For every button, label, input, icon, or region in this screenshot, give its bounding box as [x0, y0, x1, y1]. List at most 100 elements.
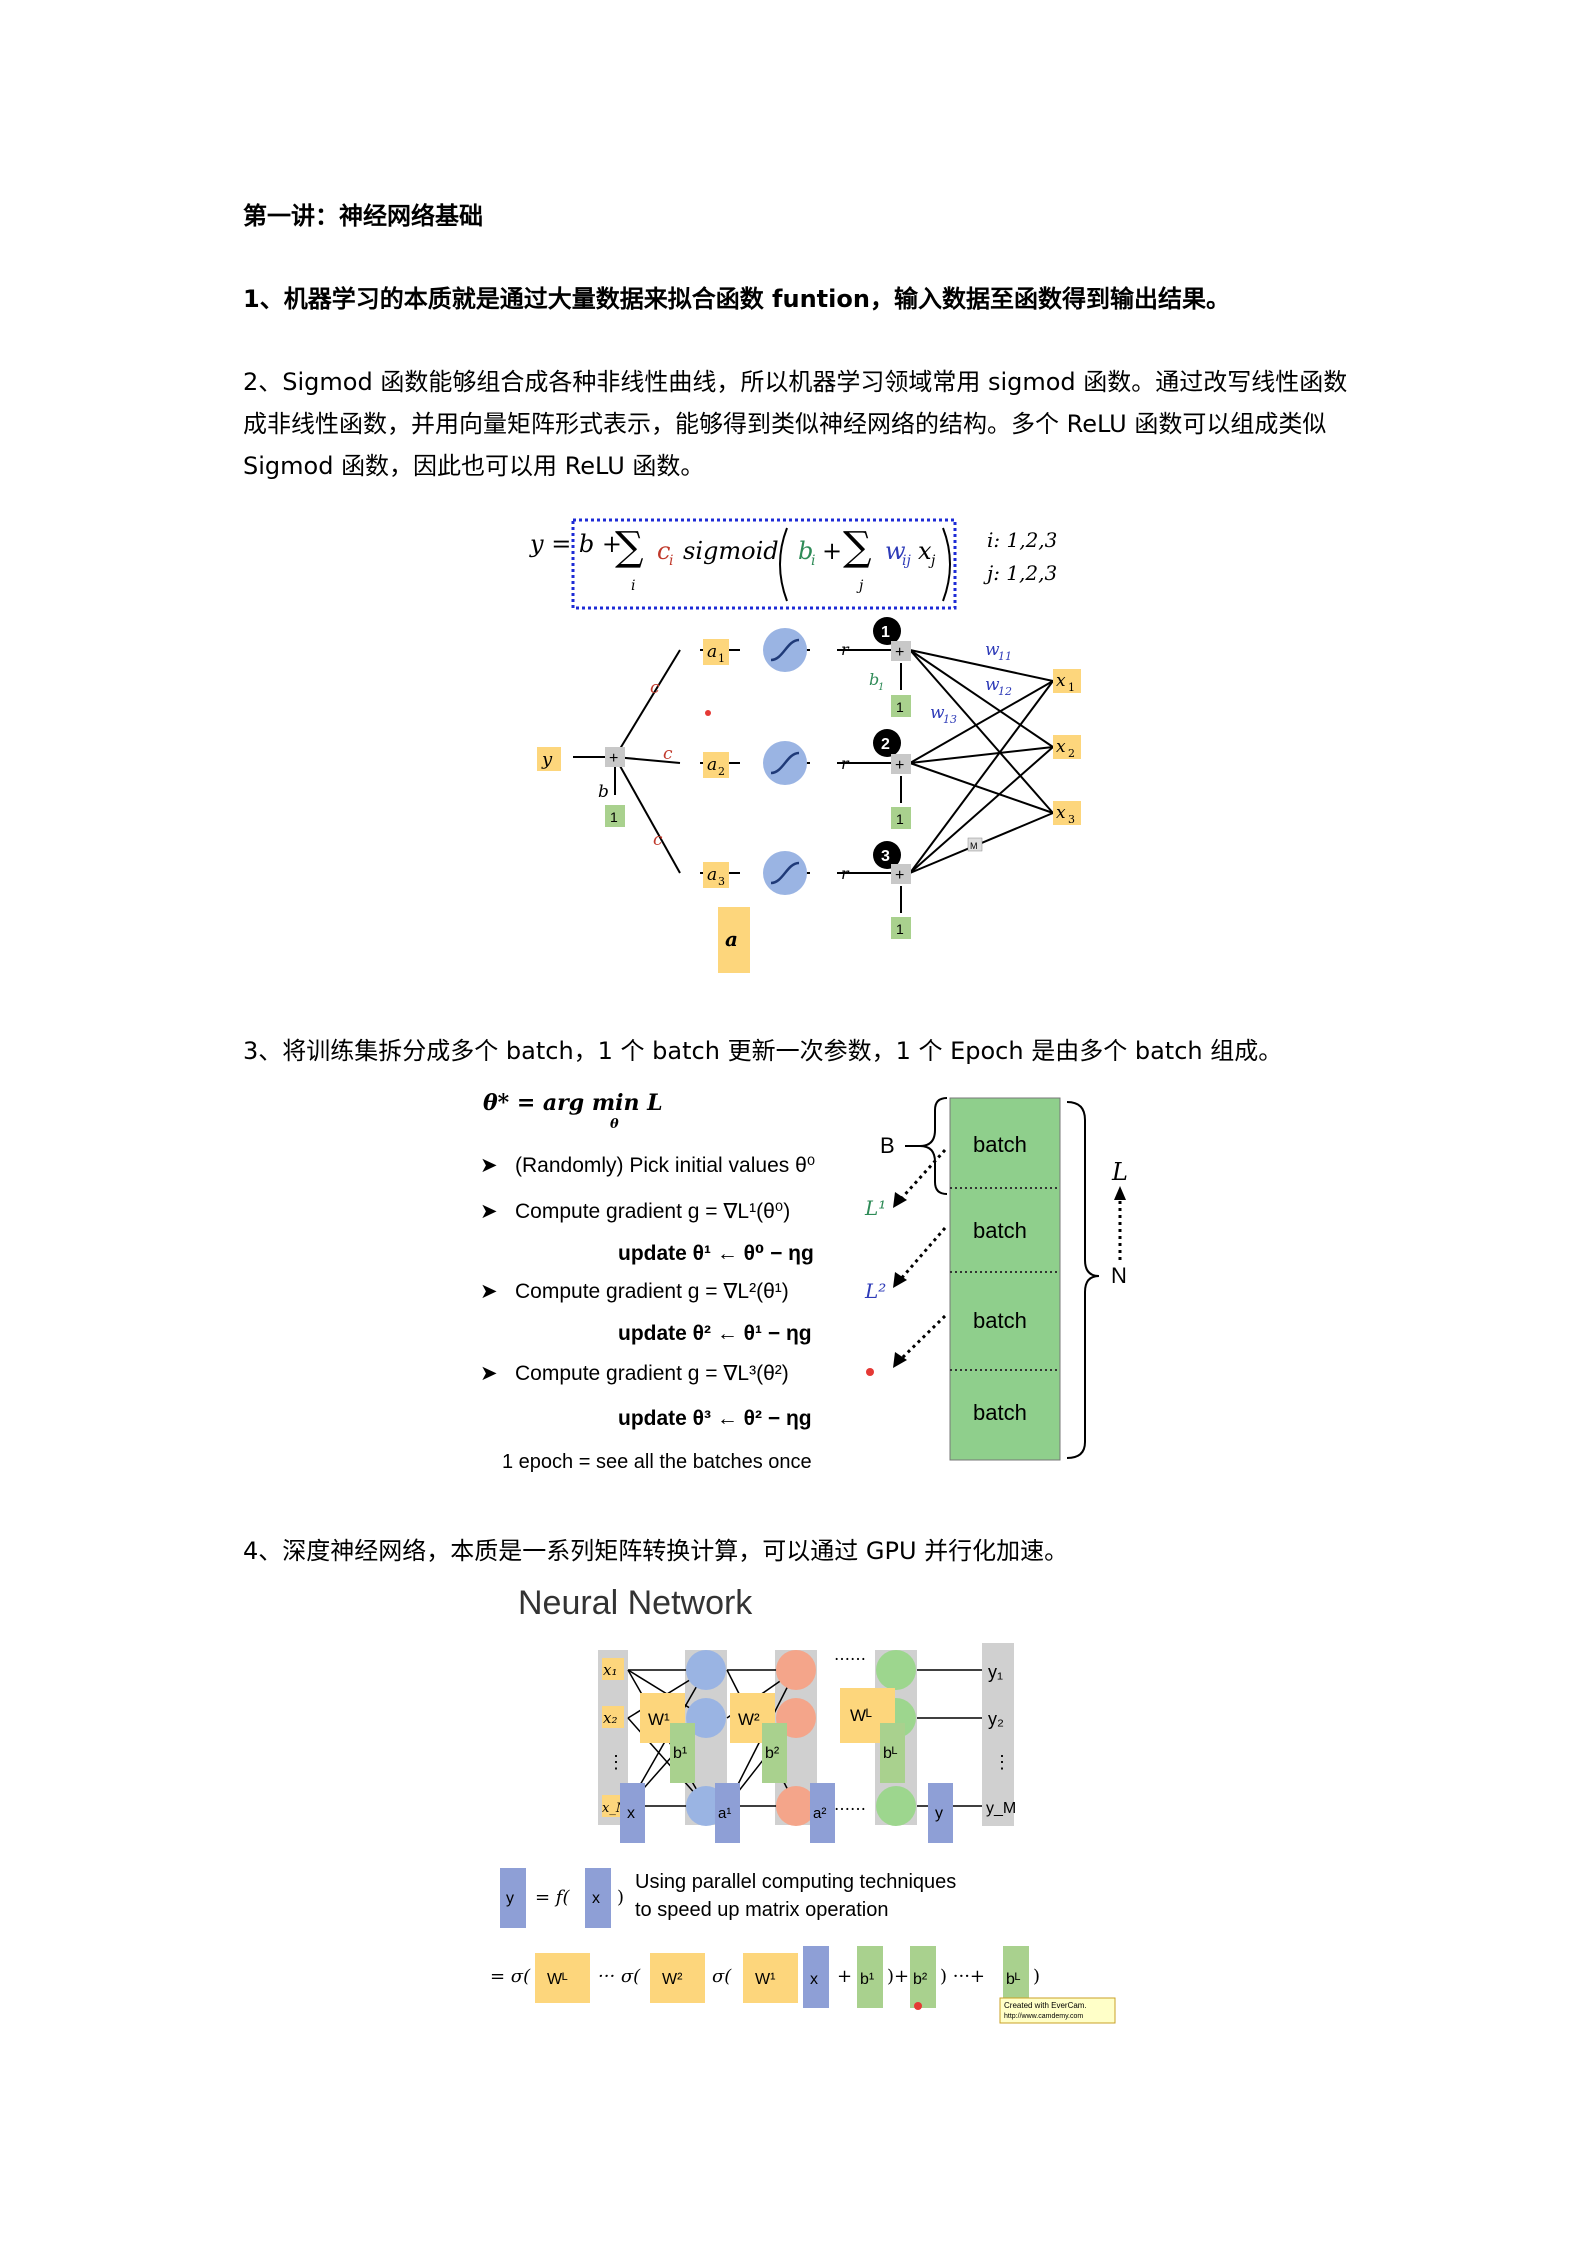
eq-plus: +	[822, 537, 842, 565]
y-box	[537, 747, 561, 771]
a3-label: a	[707, 865, 717, 885]
theta-objective: θ* = arg min L	[483, 1090, 663, 1116]
bL-label: bᴸ	[883, 1745, 898, 1762]
output-vdots: ⋮	[993, 1752, 1011, 1773]
W2-label: W²	[738, 1710, 760, 1729]
caption-line-2: to speed up matrix operation	[635, 1899, 889, 1921]
theta-objective-sub: θ	[610, 1117, 619, 1132]
eq-f-close: )	[617, 1887, 624, 1908]
input-x2-label: x₂	[603, 1709, 617, 1727]
evercam-stamp-line-2: http://www.camdemy.com	[1004, 2013, 1083, 2020]
sigma-x-label: x	[810, 1971, 818, 1988]
x1-label: x	[1056, 671, 1066, 691]
batch-label-3: batch	[973, 1308, 1027, 1333]
x1-sub: 1	[1068, 681, 1075, 694]
N-label: N	[1111, 1263, 1127, 1288]
a-vector-label: a	[725, 927, 738, 951]
c3-label: c	[653, 830, 663, 850]
sum-node-1-plus: +	[895, 644, 904, 661]
b1-label: b¹	[673, 1745, 687, 1762]
neuron-L-3	[876, 1786, 916, 1826]
step-update-3: update θ³ ← θ² − ηg	[618, 1407, 812, 1430]
neural-network-matrix-figure: Neural Network x₁ x₂ ⋮ x_N	[490, 1584, 1116, 2024]
eq-sigmoid: sigmoid	[683, 537, 779, 565]
a1-sub: 1	[718, 652, 725, 665]
y-label: y	[541, 749, 553, 770]
x3-label: x	[1056, 803, 1066, 823]
eq-x-sub: j	[928, 553, 936, 569]
sum-node-2-plus: +	[895, 757, 904, 774]
neuron-2-3	[776, 1786, 816, 1826]
eq-x-vector	[585, 1868, 611, 1928]
batch-label-2: batch	[973, 1218, 1027, 1243]
lecture-heading: 第一讲：神经网络基础	[243, 202, 483, 230]
sigma-bL-label: bᴸ	[1006, 1971, 1021, 1988]
output-y2: y₂	[988, 1709, 1004, 1729]
loss-L2: L²	[864, 1279, 886, 1303]
a1-label: a¹	[718, 1805, 731, 1822]
sum-node-3-plus: +	[895, 867, 904, 884]
sigma-close-3: )	[1033, 1966, 1040, 1987]
range-i: i: 1,2,3	[987, 528, 1057, 552]
mini-marker	[967, 837, 983, 852]
eq-paren-right	[942, 527, 951, 602]
sigma-close-2: ) ···+	[940, 1966, 985, 1987]
sigmoid-node-1	[763, 628, 807, 672]
bL-vector	[880, 1723, 905, 1783]
y-vector	[928, 1783, 953, 1843]
output-y1: y₁	[988, 1662, 1003, 1682]
b1-label: b	[869, 670, 879, 689]
loss-L1: L¹	[864, 1196, 886, 1220]
paragraph-1: 1、机器学习的本质就是通过大量数据来拟合函数 funtion，输入数据至函数得到…	[243, 285, 1230, 313]
sum-node-2	[891, 754, 911, 774]
c1-label: c	[650, 678, 660, 698]
eq-w-sub: ij	[902, 553, 911, 569]
a1-box	[703, 639, 729, 665]
a2-sub: 2	[718, 765, 725, 778]
node-badge-2-label: 2	[881, 736, 890, 753]
bias-one-output	[605, 805, 625, 827]
r2-label: r	[841, 754, 850, 773]
neuron-L-1	[876, 1650, 916, 1690]
eq-sum-j-index: j	[856, 578, 864, 594]
a1-label: a	[707, 642, 717, 662]
sigmoid-network-figure: y = b + ∑ i c i sigmoid b i + ∑ j w ij x…	[529, 518, 1081, 973]
B-label: B	[880, 1133, 895, 1158]
sigma-plus-1: +	[837, 1966, 852, 1987]
step-update-2: update θ² ← θ¹ − ηg	[618, 1322, 812, 1345]
sigma-W2	[650, 1953, 705, 2003]
eq-ci-sub: i	[669, 553, 673, 569]
a3-box	[703, 862, 729, 888]
sigma-WL-label: Wᴸ	[547, 1971, 568, 1988]
sigma-b1-label: b¹	[860, 1971, 874, 1988]
bullet-1: ➤	[480, 1153, 498, 1177]
cursor-dot	[705, 710, 711, 716]
batch-column	[949, 1097, 1061, 1461]
evercam-stamp	[999, 1997, 1116, 2024]
a2-vector	[810, 1783, 835, 1843]
eq-y-vector	[500, 1868, 526, 1928]
eq-x: x	[918, 537, 932, 565]
node-badge-3	[873, 841, 901, 869]
WL-label: Wᴸ	[850, 1706, 872, 1725]
neuron-1-1	[686, 1650, 726, 1690]
sigma-b2	[910, 1946, 936, 2008]
w13-sub: 13	[943, 713, 957, 726]
input-x2	[602, 1706, 624, 1728]
cursor-dot-2	[866, 1368, 874, 1376]
batch-arrows	[898, 1148, 947, 1362]
W1-label: W¹	[648, 1710, 670, 1729]
sum-node-output-plus: +	[609, 750, 618, 767]
eq-f: = f(	[535, 1887, 570, 1908]
input-x1	[602, 1658, 624, 1680]
sigma-WL	[535, 1953, 590, 2003]
x2-label: x	[1056, 737, 1066, 757]
dotted-box	[571, 518, 957, 610]
eq-ci: c	[657, 537, 670, 565]
sigma-open-2: ··· σ(	[598, 1966, 641, 1987]
sigma-b1	[857, 1946, 883, 2008]
sigma-W2-label: W²	[662, 1971, 683, 1988]
bias-one-3-label: 1	[896, 921, 904, 937]
sigma-W1	[743, 1953, 798, 2003]
bias-one-3	[891, 917, 911, 939]
